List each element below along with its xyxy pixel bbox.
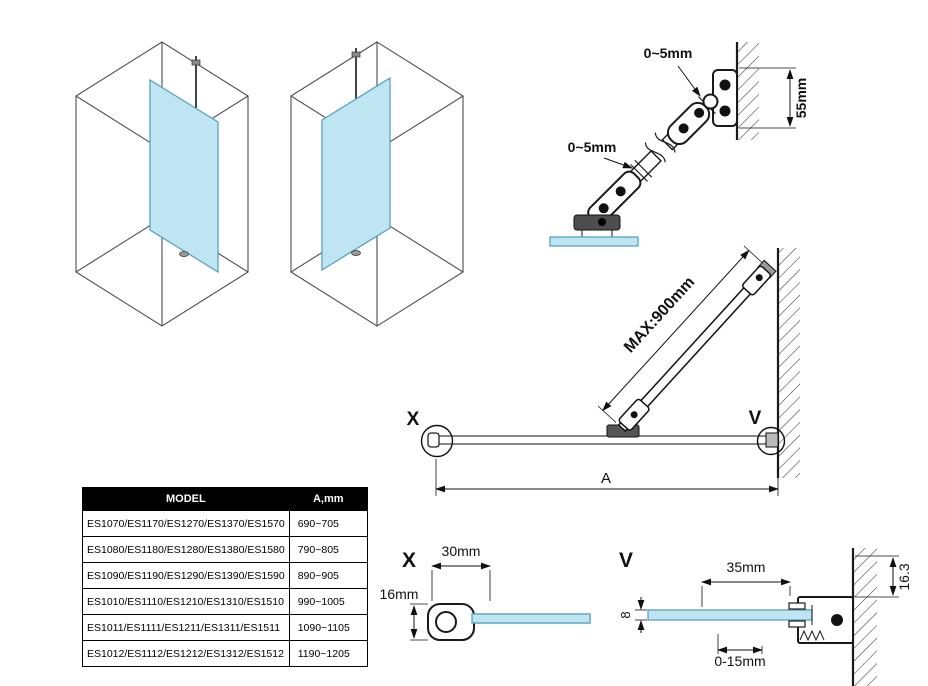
- clamp-screw: [694, 107, 705, 118]
- dim-adjust-range-label: 0-15mm: [714, 653, 765, 669]
- glass-panel-plan: [435, 435, 779, 445]
- model-table: MODEL A,mm ES1070/ES1170/ES1270/ES1370/E…: [82, 487, 368, 667]
- table-row: ES1011/ES1111/ES1211/ES1311/ES1511 1090~…: [82, 614, 368, 641]
- dim-profile-width-label: 35mm: [727, 559, 766, 575]
- profile-lip-top: [788, 602, 806, 610]
- dim-gap-top-label: 0~5mm: [644, 45, 693, 61]
- clamp-screw: [598, 218, 606, 226]
- dim-gap-mid-label: 0~5mm: [568, 139, 617, 155]
- leader-arrow: [677, 65, 701, 97]
- model-cell: ES1011/ES1111/ES1211/ES1311/ES1511: [82, 614, 290, 641]
- detail-x: X 30mm 16mm: [380, 543, 591, 641]
- wall-hatch: [738, 42, 759, 140]
- isometric-view-left: [74, 41, 250, 327]
- clamp-screw: [615, 186, 626, 197]
- table-header-row: MODEL A,mm: [82, 487, 368, 511]
- hinge-knuckle: [702, 93, 719, 110]
- dim-width-label: A: [601, 470, 611, 487]
- break-symbol: [654, 132, 676, 153]
- profile-screw: [831, 614, 843, 626]
- dim-profile-height-label: 16mm: [380, 586, 419, 602]
- plan-view: MAX:900mm X V A: [407, 245, 800, 496]
- glass-edge-section: [549, 236, 639, 247]
- marker-x-label: X: [407, 409, 420, 430]
- a-cell: 990~1005: [288, 588, 368, 615]
- col-header-a: A,mm: [288, 487, 368, 511]
- a-cell: 790~805: [288, 536, 368, 563]
- model-cell: ES1012/ES1112/ES1212/ES1312/ES1512: [82, 640, 290, 667]
- col-header-model: MODEL: [82, 487, 290, 511]
- support-bar-detail: 55mm 0~5mm 0~5mm: [549, 42, 809, 247]
- detail-v-label: V: [619, 549, 633, 572]
- glass-clamp-block: [573, 214, 621, 231]
- glass-section-overlap: [471, 613, 591, 624]
- bracket-screw: [719, 105, 731, 117]
- clamp-screw: [598, 203, 609, 214]
- clamp-screw: [630, 411, 638, 419]
- clamp-spacer: [581, 229, 613, 238]
- glass-section: [647, 609, 813, 621]
- model-cell: ES1070/ES1170/ES1270/ES1370/ES1570: [82, 510, 290, 537]
- wall-profile-v: [765, 432, 779, 448]
- glass-panel: [149, 78, 219, 274]
- spring-symbol: [799, 629, 825, 642]
- table-row: ES1080/ES1180/ES1280/ES1380/ES1580 790~8…: [82, 536, 368, 563]
- table-row: ES1070/ES1170/ES1270/ES1370/ES1570 690~7…: [82, 510, 368, 537]
- model-cell: ES1080/ES1180/ES1280/ES1380/ES1580: [82, 536, 290, 563]
- gap-tick: [634, 159, 653, 178]
- profile-bore: [435, 611, 457, 633]
- table-row: ES1010/ES1110/ES1210/ES1310/ES1510 990~1…: [82, 588, 368, 615]
- glass-end-profile-x: [427, 432, 440, 448]
- profile-lip-bottom: [788, 620, 806, 628]
- dim-wall-plate-label: 55mm: [793, 78, 809, 118]
- detail-v: V 35mm 8 0-15mm 16.3: [618, 548, 912, 686]
- dim-glass-thickness-label: 8: [618, 611, 633, 618]
- wall-hatch: [854, 548, 877, 686]
- detail-circle-x: [420, 424, 454, 458]
- marker-v-label: V: [749, 408, 762, 429]
- glass-panel: [321, 76, 391, 272]
- bar-wall-bracket: [742, 259, 777, 296]
- a-cell: 890~905: [288, 562, 368, 589]
- a-cell: 1190~1205: [288, 640, 368, 667]
- dim-profile-depth-label: 16.3: [896, 563, 912, 590]
- table-row: ES1090/ES1190/ES1290/ES1390/ES1590 890~9…: [82, 562, 368, 589]
- leader-arrow: [603, 157, 633, 169]
- rod-ceiling-mount: [351, 51, 361, 58]
- clamp-screw: [678, 123, 689, 134]
- break-symbol: [644, 142, 666, 163]
- model-cell: ES1010/ES1110/ES1210/ES1310/ES1510: [82, 588, 290, 615]
- bracket-screw: [719, 79, 731, 91]
- a-cell: 1090~1105: [288, 614, 368, 641]
- dim-bar-max-label: MAX:900mm: [621, 274, 698, 356]
- telescopic-support-bar: [587, 93, 719, 225]
- a-cell: 690~705: [288, 510, 368, 537]
- isometric-view-right: [289, 41, 465, 327]
- dim-profile-width-label: 30mm: [442, 543, 481, 559]
- floor-foot: [351, 250, 361, 256]
- wall-hatch: [779, 248, 800, 478]
- table-row: ES1012/ES1112/ES1212/ES1312/ES1512 1190~…: [82, 640, 368, 667]
- gap-tick: [630, 164, 648, 182]
- floor-foot: [179, 251, 189, 257]
- model-cell: ES1090/ES1190/ES1290/ES1390/ES1590: [82, 562, 290, 589]
- detail-x-label: X: [402, 549, 416, 572]
- detail-circle-v: [756, 426, 786, 456]
- bracket-screw: [755, 274, 763, 282]
- rod-ceiling-mount: [191, 59, 201, 66]
